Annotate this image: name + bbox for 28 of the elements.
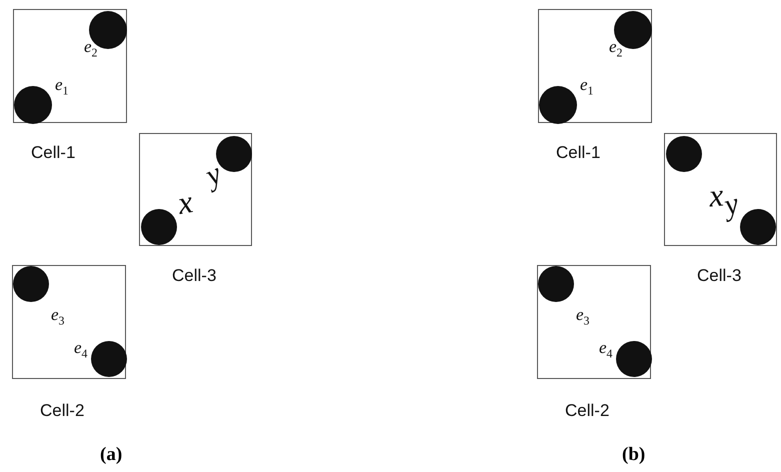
- variable-label: e$_{4}$: [74, 339, 88, 360]
- variable-label: e$_{2}$: [84, 38, 98, 60]
- panel-caption: (b): [622, 444, 646, 466]
- variable-label: e$_{1}$: [55, 76, 68, 98]
- variable-label: x: [175, 185, 195, 219]
- variable-label: e$_{3}$: [51, 306, 64, 328]
- cell-label: Cell-2: [40, 401, 84, 421]
- filled-circle: [13, 266, 49, 302]
- variable-label: e$_{3}$: [576, 306, 590, 328]
- filled-circle: [616, 341, 652, 377]
- panel-caption: (a): [100, 444, 122, 466]
- filled-circle: [91, 341, 127, 377]
- filled-circle: [740, 209, 776, 245]
- variable-label: e$_{4}$: [599, 339, 612, 360]
- cell-label: Cell-3: [697, 266, 742, 286]
- filled-circle: [539, 86, 577, 124]
- cell-label: Cell-2: [565, 401, 610, 421]
- variable-label: y: [201, 158, 226, 192]
- filled-circle: [14, 86, 52, 124]
- variable-label: x: [708, 178, 725, 212]
- filled-circle: [141, 209, 177, 245]
- filled-circle: [666, 136, 702, 172]
- variable-label: e$_{1}$: [580, 76, 594, 98]
- cell-label: Cell-3: [172, 266, 216, 286]
- filled-circle: [538, 266, 574, 302]
- cell-label: Cell-1: [556, 143, 600, 163]
- variable-label: e$_{2}$: [609, 38, 622, 60]
- cell-label: Cell-1: [31, 143, 76, 163]
